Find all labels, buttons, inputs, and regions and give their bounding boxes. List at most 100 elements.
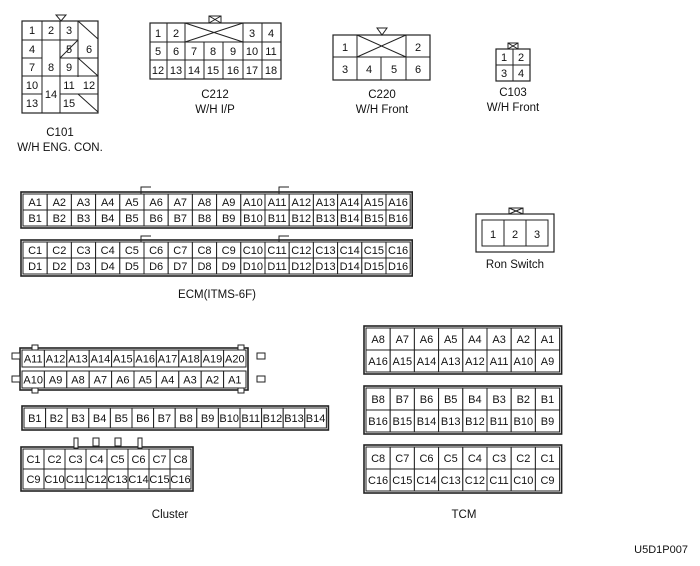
c220-pin-1: 1 (342, 42, 348, 54)
ecm-cell-d16 (385, 257, 411, 275)
c212-pin-2: 2 (173, 28, 179, 40)
c220-pin-6: 6 (415, 64, 421, 76)
ecm-pin-c3: C3 (76, 245, 90, 257)
ecm-name: ECM(ITMS-6F) (178, 289, 256, 301)
cluster-c1-outline (20, 446, 194, 492)
c220-pin-2: 2 (415, 42, 421, 54)
tcm-a-pin-a9: A9 (541, 356, 554, 368)
c212-pin-17: 17 (246, 65, 258, 77)
tcm-c-pin-c13: C13 (441, 475, 461, 487)
c101-pin-4: 4 (29, 44, 35, 56)
ecm-pin-b4: B4 (101, 213, 114, 225)
c101-name: W/H ENG. CON. (17, 142, 103, 154)
tcm-b-pin-b4: B4 (468, 394, 481, 406)
ecm-pin-d5: D5 (125, 261, 139, 273)
tcm-a-pin-a15: A15 (393, 356, 413, 368)
tcm-b-pin-b14: B14 (417, 416, 437, 428)
tcm-c-pin-c2: C2 (516, 453, 530, 465)
tcm-b-pin-b12: B12 (465, 416, 485, 428)
c212-pin-15: 15 (207, 65, 219, 77)
tcm-b-pin-b8: B8 (371, 394, 384, 406)
c101-pin-7: 7 (29, 62, 35, 74)
ecm-pin-c7: C7 (173, 245, 187, 257)
ecm-pin-a2: A2 (53, 197, 66, 209)
c212-pin-14: 14 (188, 65, 200, 77)
tcm-a-cell-a9 (534, 349, 561, 373)
tcm-c-outline (363, 444, 563, 494)
ecm-pin-b12: B12 (292, 213, 312, 225)
ecm-pin-d15: D15 (364, 261, 384, 273)
ecm-pin-b15: B15 (364, 213, 384, 225)
ecm-pin-b6: B6 (149, 213, 162, 225)
tcm-c-pin-c4: C4 (468, 453, 482, 465)
tcm-a-pin-a5: A5 (444, 334, 457, 346)
cluster-cell-a20 (223, 349, 247, 368)
cluster-pin-b6: B6 (136, 413, 149, 425)
ecm-pin-c15: C15 (364, 245, 384, 257)
ecm-pin-b5: B5 (125, 213, 138, 225)
c103-code: C103 (499, 87, 527, 99)
c101-pin-10: 10 (26, 80, 38, 92)
tcm-c-pin-c6: C6 (419, 453, 433, 465)
ecm-pin-c10: C10 (243, 245, 263, 257)
cluster-pin-c13: C13 (107, 474, 127, 486)
tcm-c-cell-c9 (534, 468, 561, 492)
cluster-pin-b14: B14 (306, 413, 326, 425)
ecm-pin-d7: D7 (173, 261, 187, 273)
ron-switch-pin-1: 1 (490, 229, 496, 241)
tcm-b-cell-b9 (534, 409, 561, 433)
ecm-pin-c8: C8 (197, 245, 211, 257)
tcm-a-pin-a11: A11 (490, 356, 509, 368)
tcm-c-pin-c15: C15 (392, 475, 412, 487)
ecm-pin-d8: D8 (197, 261, 211, 273)
ecm-pin-c16: C16 (388, 245, 408, 257)
c103-pin-3: 3 (501, 68, 507, 80)
cluster-pin-b8: B8 (179, 413, 192, 425)
cluster-b-outline (21, 405, 330, 431)
ecm-pin-a4: A4 (101, 197, 114, 209)
c220-code: C220 (368, 89, 396, 101)
cluster-pin-a3: A3 (183, 374, 196, 386)
ecm-pin-a5: A5 (125, 197, 138, 209)
ecm-pin-a11: A11 (268, 197, 287, 209)
c212-pin-9: 9 (230, 46, 236, 58)
c212-pin-1: 1 (155, 28, 161, 40)
c103-pin-4: 4 (518, 68, 524, 80)
connector-c212: 1 2 3 4 5 6 7 8 9 10 11 12 13 14 15 16 1… (149, 15, 282, 116)
cluster-pin-a11: A11 (24, 353, 43, 365)
tcm-a-pin-a4: A4 (468, 334, 481, 346)
ron-switch-pin-3: 3 (534, 229, 540, 241)
c212-pin-6: 6 (173, 46, 179, 58)
tcm-b-pin-b10: B10 (514, 416, 534, 428)
ecm-grid-ab-outline (20, 191, 414, 229)
ecm-pin-d14: D14 (340, 261, 360, 273)
cluster-pin-c5: C5 (110, 454, 124, 466)
ecm-pin-a15: A15 (364, 197, 384, 209)
figure-id: U5D1P007 (634, 544, 688, 556)
tcm-a-pin-a7: A7 (396, 334, 409, 346)
tcm-a-pin-a10: A10 (514, 356, 534, 368)
tcm-a-pin-a3: A3 (492, 334, 505, 346)
ecm-pin-a1: A1 (28, 197, 41, 209)
ecm-pin-b11: B11 (268, 213, 287, 225)
cluster-pin-a16: A16 (135, 353, 155, 365)
ecm-pin-c11: C11 (267, 245, 286, 257)
cluster-pin-c3: C3 (68, 454, 82, 466)
tcm-b-outline (363, 385, 563, 435)
c212-pin-5: 5 (155, 46, 161, 58)
ecm-pin-c6: C6 (149, 245, 163, 257)
ecm-pin-c12: C12 (291, 245, 311, 257)
connector-c220: 1 2 3 4 5 6 C220 W/H Front (332, 27, 431, 116)
ecm-pin-c1: C1 (28, 245, 42, 257)
ecm-pin-c5: C5 (125, 245, 139, 257)
ecm-pin-a12: A12 (292, 197, 312, 209)
cluster-pin-b10: B10 (219, 413, 239, 425)
tcm-a-pin-a6: A6 (420, 334, 433, 346)
c101-pin-2: 2 (48, 25, 54, 37)
tcm-b-pin-b7: B7 (396, 394, 409, 406)
tcm-b-pin-b6: B6 (420, 394, 433, 406)
c212-pin-11: 11 (265, 46, 276, 58)
tcm-a-pin-a13: A13 (441, 356, 461, 368)
